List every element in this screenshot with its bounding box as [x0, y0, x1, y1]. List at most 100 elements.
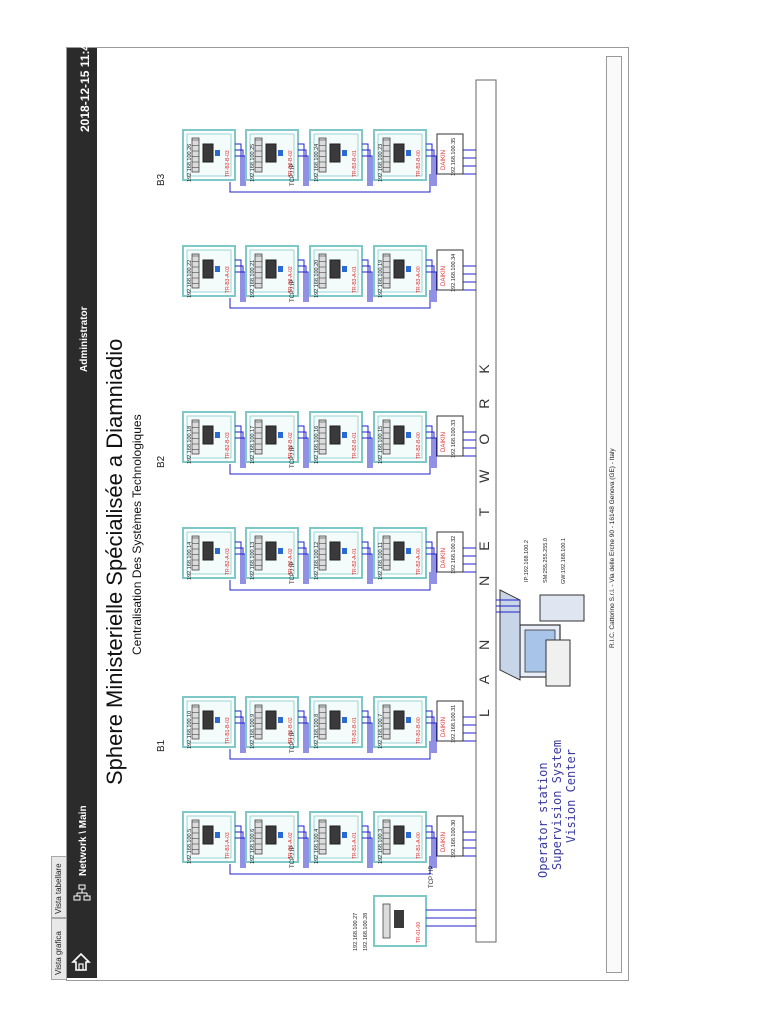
daikin-name: DAIKIN: [441, 432, 447, 452]
tcp-ip-label: TCP / IP: [290, 445, 296, 468]
header-bar: [67, 48, 97, 978]
panel-ip: 192.168.100.21: [250, 260, 256, 298]
panel-ip: 192.168.100.23: [378, 144, 384, 182]
panel-wire: [298, 541, 305, 584]
network-tree-icon[interactable]: [73, 884, 91, 902]
device-body: [329, 259, 341, 279]
panel-wire: [298, 831, 307, 868]
panel-wire: [298, 271, 309, 302]
panel-wire: [362, 837, 373, 868]
panel-wire: [298, 265, 307, 302]
device-led: [278, 266, 283, 272]
panel-tag: TR-B1-B-02: [288, 717, 294, 744]
panel-ip: 192.168.100.8: [314, 714, 320, 749]
footer-text: R.I.C. Cattorino S.r.l. - Via delle Erch…: [609, 448, 616, 648]
device-led: [342, 150, 347, 156]
panel-ip: 192.168.100.11: [378, 542, 384, 580]
panel-wire: [426, 553, 437, 584]
device-body: [393, 259, 405, 279]
panel-wire: [426, 143, 433, 186]
panel-tag: TR-B2-A-01: [352, 548, 358, 575]
daikin-box: [436, 415, 464, 457]
panel-wire: [426, 541, 433, 584]
panel-wire: [235, 143, 242, 186]
panel-tag: TR-B1-A-00: [416, 832, 422, 859]
terminal-strip: [318, 419, 327, 455]
terminal-strip: [254, 704, 263, 740]
device-body: [265, 541, 277, 561]
device-led: [406, 150, 411, 156]
device-led: [406, 432, 411, 438]
device-led: [215, 150, 220, 156]
panel-wire: [235, 265, 244, 302]
panel-wire: [426, 437, 437, 468]
column-wire: [229, 290, 431, 309]
panel-wire: [362, 425, 369, 468]
panel-tag: TR-B2-A-03: [225, 548, 231, 575]
panel-wire: [362, 547, 371, 584]
panel-tag: TR-B2-B-03: [225, 432, 231, 459]
lan-network-label: LAN NETWORK: [476, 339, 492, 717]
daikin-box: [436, 815, 464, 857]
pc-tower: [545, 639, 571, 687]
device-led: [406, 717, 411, 723]
panel-ip: 192.168.100.19: [378, 260, 384, 298]
lan-bus: [475, 79, 497, 943]
device-body: [393, 143, 405, 163]
panel-wire: [426, 710, 433, 753]
panel-wire: [362, 431, 371, 468]
panel-tag: TR-B1-A-02: [288, 832, 294, 859]
device-led: [215, 832, 220, 838]
device-led: [215, 717, 220, 723]
device-body: [202, 143, 214, 163]
terminal-strip: [191, 253, 200, 289]
operator-subnet: SM:255.255.255.0: [543, 538, 549, 583]
panel-tag: TR-B3-B-00: [416, 150, 422, 177]
panel-tag: TR-B2-B-01: [352, 432, 358, 459]
panel-wire: [298, 149, 307, 186]
daikin-box: [436, 249, 464, 291]
column-wire: [229, 174, 431, 193]
home-icon[interactable]: [70, 950, 92, 974]
panel-wire: [426, 431, 435, 468]
panel-wire: [235, 431, 244, 468]
panel-wire: [362, 155, 373, 186]
device-body: [202, 541, 214, 561]
device-led: [215, 432, 220, 438]
terminal-strip: [318, 137, 327, 173]
device-led: [406, 832, 411, 838]
panel-wire: [298, 710, 305, 753]
daikin-ip: 192.168.100.32: [451, 536, 457, 574]
panel-tag: TR-B3-A-03: [225, 266, 231, 293]
daikin-name: DAIKIN: [441, 266, 447, 286]
terminal-strip: [318, 535, 327, 571]
panel-wire: [426, 155, 437, 186]
panel-ip: 192.168.100.18: [187, 426, 193, 464]
panel-wire: [235, 831, 244, 868]
terminal-strip: [254, 819, 263, 855]
operator-label-3: Vision Center: [564, 749, 578, 843]
panel-tag: TR-B3-A-02: [288, 266, 294, 293]
panel-wire: [235, 149, 244, 186]
device-body: [265, 425, 277, 445]
panel-wire: [362, 265, 371, 302]
standalone-ip-bottom: 192.168.100.28: [363, 913, 369, 951]
panel-wire: [362, 716, 371, 753]
panel-wire: [298, 143, 305, 186]
panel-tag: TR-B3-B-02: [288, 150, 294, 177]
panel-wire: [235, 259, 242, 302]
device-body: [265, 143, 277, 163]
panel-wire: [235, 710, 242, 753]
device-body: [202, 425, 214, 445]
panel-wire: [362, 722, 373, 753]
daikin-ip: 192.168.100.31: [451, 705, 457, 743]
terminal-strip: [382, 419, 391, 455]
device-body: [202, 710, 214, 730]
tcp-ip-label: TCP / IP: [290, 279, 296, 302]
panel-wire: [298, 437, 309, 468]
panel-wire: [362, 143, 369, 186]
device-body: [265, 825, 277, 845]
tcp-ip-label: TCP / IP: [290, 845, 296, 868]
panel-ip: 192.168.100.14: [187, 542, 193, 580]
